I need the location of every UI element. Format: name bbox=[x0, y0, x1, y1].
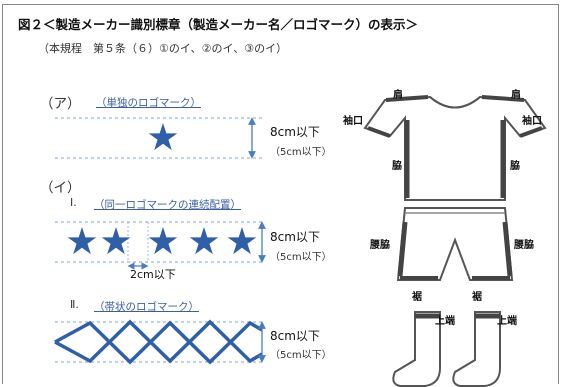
star-logo bbox=[227, 227, 257, 255]
section-a-size-sub: （5cm以下） bbox=[270, 147, 332, 158]
section-i-2-size-main: 8cm以下 bbox=[270, 329, 320, 343]
section-i-2-caption: （帯状のロゴマーク） bbox=[94, 301, 199, 313]
figure-subtitle: （本規程 第５条（６）①のイ、②のイ、③のイ） bbox=[38, 42, 288, 55]
label-cuff-right: 袖口 bbox=[522, 116, 542, 127]
band-zigzag-lower bbox=[54, 319, 263, 364]
star-logo bbox=[148, 227, 178, 255]
label-shoulder-right: 肩 bbox=[511, 90, 521, 101]
section-a-caption: （単独のロゴマーク） bbox=[96, 97, 201, 109]
star-logo bbox=[148, 123, 178, 151]
star-gap-label: 2cm以下 bbox=[130, 268, 176, 281]
figure-title: 図２＜製造メーカー識別標章（製造メーカー名／ロゴマーク）の表示＞ bbox=[18, 17, 419, 32]
section-i-2-number: Ⅱ. bbox=[70, 298, 79, 311]
shirt-illustration bbox=[363, 95, 547, 201]
section-i-1-band bbox=[55, 221, 266, 270]
section-i-1-caption: （同一ロゴマークの連続配置） bbox=[94, 199, 241, 211]
section-a-band bbox=[55, 117, 262, 159]
section-i-2-size-sub: （5cm以下） bbox=[270, 350, 332, 361]
star-logo bbox=[101, 227, 131, 255]
section-i-1-size-sub: （5cm以下） bbox=[270, 252, 332, 263]
label-side-right: 脇 bbox=[510, 161, 520, 172]
section-i-1-number: Ⅰ. bbox=[70, 196, 77, 209]
section-a-size-main: 8cm以下 bbox=[270, 125, 320, 139]
label-waist-right: 腰脇 bbox=[514, 240, 534, 251]
label-sock-top-right: 上端 bbox=[497, 316, 517, 327]
figure-frame bbox=[2, 4, 559, 384]
label-side-left: 脇 bbox=[392, 161, 402, 172]
label-sock-top-left: 上端 bbox=[435, 316, 455, 327]
section-i-label: （イ） bbox=[40, 180, 81, 196]
sock-left-illustration bbox=[392, 311, 441, 387]
star-logo bbox=[67, 227, 97, 255]
label-cuff-left: 袖口 bbox=[343, 116, 363, 127]
label-waist-left: 腰脇 bbox=[370, 240, 390, 251]
label-hem-right: 裾 bbox=[472, 292, 482, 303]
section-i-2-band bbox=[54, 319, 266, 365]
label-hem-left: 裾 bbox=[412, 292, 422, 303]
star-logo bbox=[189, 227, 219, 255]
shorts-illustration bbox=[396, 207, 514, 281]
section-a-label: （ア） bbox=[40, 96, 81, 112]
label-shoulder-left: 肩 bbox=[393, 90, 403, 101]
sock-right-illustration bbox=[452, 311, 501, 387]
band-zigzag-upper bbox=[54, 320, 263, 365]
section-i-1-size-main: 8cm以下 bbox=[270, 230, 320, 244]
